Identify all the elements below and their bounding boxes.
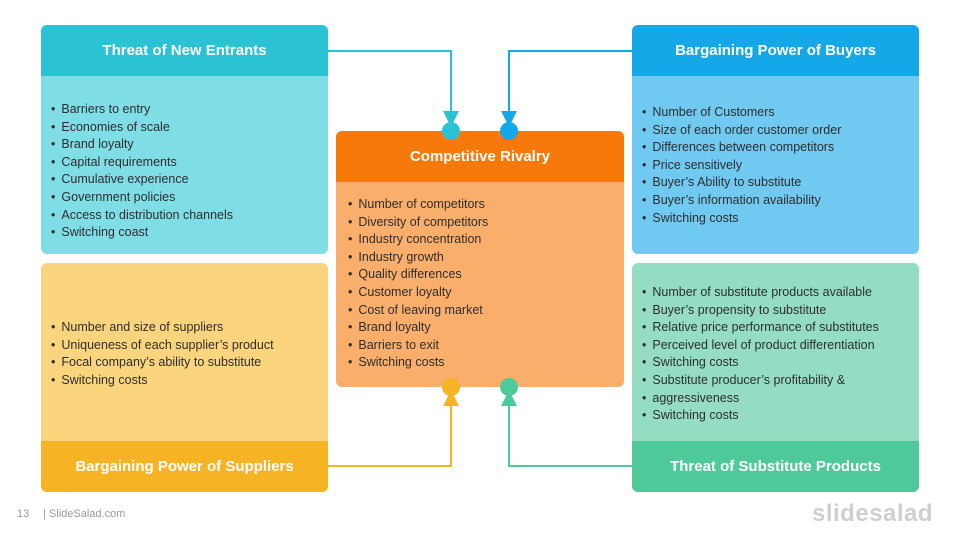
rivalry-title: Competitive Rivalry (409, 148, 551, 165)
list-item: aggressiveness (642, 390, 919, 408)
list-item: Quality differences (348, 266, 624, 284)
buyers-header: Bargaining Power of Buyers (632, 25, 919, 76)
connector-substitutes (501, 390, 632, 467)
substitutes-connector-dot (500, 378, 518, 396)
footer-site: | SlideSalad.com (43, 508, 126, 520)
list-item: Brand loyalty (348, 319, 624, 337)
list-item: Government policies (51, 189, 328, 207)
rivalry-header: Competitive Rivalry (336, 131, 624, 182)
buyers-card: Bargaining Power of Buyers Number of Cus… (632, 25, 919, 254)
list-item: Focal company’s ability to substitute (51, 354, 328, 372)
substitutes-header: Threat of Substitute Products (632, 441, 919, 492)
list-item: Customer loyalty (348, 284, 624, 302)
suppliers-list: Number and size of suppliersUniqueness o… (51, 319, 328, 389)
list-item: Buyer’s propensity to substitute (642, 302, 919, 320)
list-item: Switching coast (51, 224, 328, 242)
connector-new-entrants (328, 50, 459, 127)
list-item: Industry growth (348, 249, 624, 267)
list-item: Buyer’s information availability (642, 192, 919, 210)
connector-suppliers (328, 390, 459, 467)
list-item: Price sensitively (642, 157, 919, 175)
page-number: 13 (17, 508, 30, 520)
list-item: Economies of scale (51, 119, 328, 137)
list-item: Access to distribution channels (51, 207, 328, 225)
rivalry-list: Number of competitorsDiversity of compet… (348, 196, 624, 372)
list-item: Number of Customers (642, 104, 919, 122)
list-item: Cumulative experience (51, 171, 328, 189)
new-entrants-connector-dot (442, 122, 460, 140)
list-item: Number and size of suppliers (51, 319, 328, 337)
list-item: Diversity of competitors (348, 214, 624, 232)
new-entrants-card: Threat of New Entrants Barriers to entry… (41, 25, 328, 254)
list-item: Differences between competitors (642, 139, 919, 157)
list-item: Switching costs (642, 210, 919, 228)
substitutes-list: Number of substitute products availableB… (642, 284, 919, 425)
list-item: Uniqueness of each supplier’s product (51, 337, 328, 355)
list-item: Size of each order customer order (642, 122, 919, 140)
list-item: Switching costs (642, 354, 919, 372)
list-item: Industry concentration (348, 231, 624, 249)
list-item: Number of competitors (348, 196, 624, 214)
list-item: Switching costs (642, 407, 919, 425)
substitutes-card: Number of substitute products availableB… (632, 263, 919, 492)
list-item: Number of substitute products available (642, 284, 919, 302)
list-item: Switching costs (51, 372, 328, 390)
connector-buyers (501, 50, 632, 127)
list-item: Barriers to entry (51, 101, 328, 119)
new-entrants-header: Threat of New Entrants (41, 25, 328, 76)
list-item: Perceived level of product differentiati… (642, 337, 919, 355)
brand-logo: slidesalad (812, 500, 934, 527)
buyers-list: Number of CustomersSize of each order cu… (642, 104, 919, 227)
list-item: Buyer’s Ability to substitute (642, 174, 919, 192)
list-item: Capital requirements (51, 154, 328, 172)
suppliers-card: Number and size of suppliersUniqueness o… (41, 263, 328, 492)
list-item: Brand loyalty (51, 136, 328, 154)
suppliers-title: Bargaining Power of Suppliers (75, 458, 294, 475)
buyers-title: Bargaining Power of Buyers (675, 42, 876, 59)
suppliers-header: Bargaining Power of Suppliers (41, 441, 328, 492)
substitutes-title: Threat of Substitute Products (670, 458, 881, 475)
suppliers-connector-dot (442, 378, 460, 396)
buyers-connector-dot (500, 122, 518, 140)
list-item: Substitute producer’s profitability & (642, 372, 919, 390)
new-entrants-title: Threat of New Entrants (102, 42, 267, 59)
list-item: Relative price performance of substitute… (642, 319, 919, 337)
rivalry-card: Competitive Rivalry Number of competitor… (336, 131, 624, 387)
new-entrants-list: Barriers to entryEconomies of scaleBrand… (51, 101, 328, 242)
list-item: Switching costs (348, 354, 624, 372)
list-item: Cost of leaving market (348, 302, 624, 320)
list-item: Barriers to exit (348, 337, 624, 355)
